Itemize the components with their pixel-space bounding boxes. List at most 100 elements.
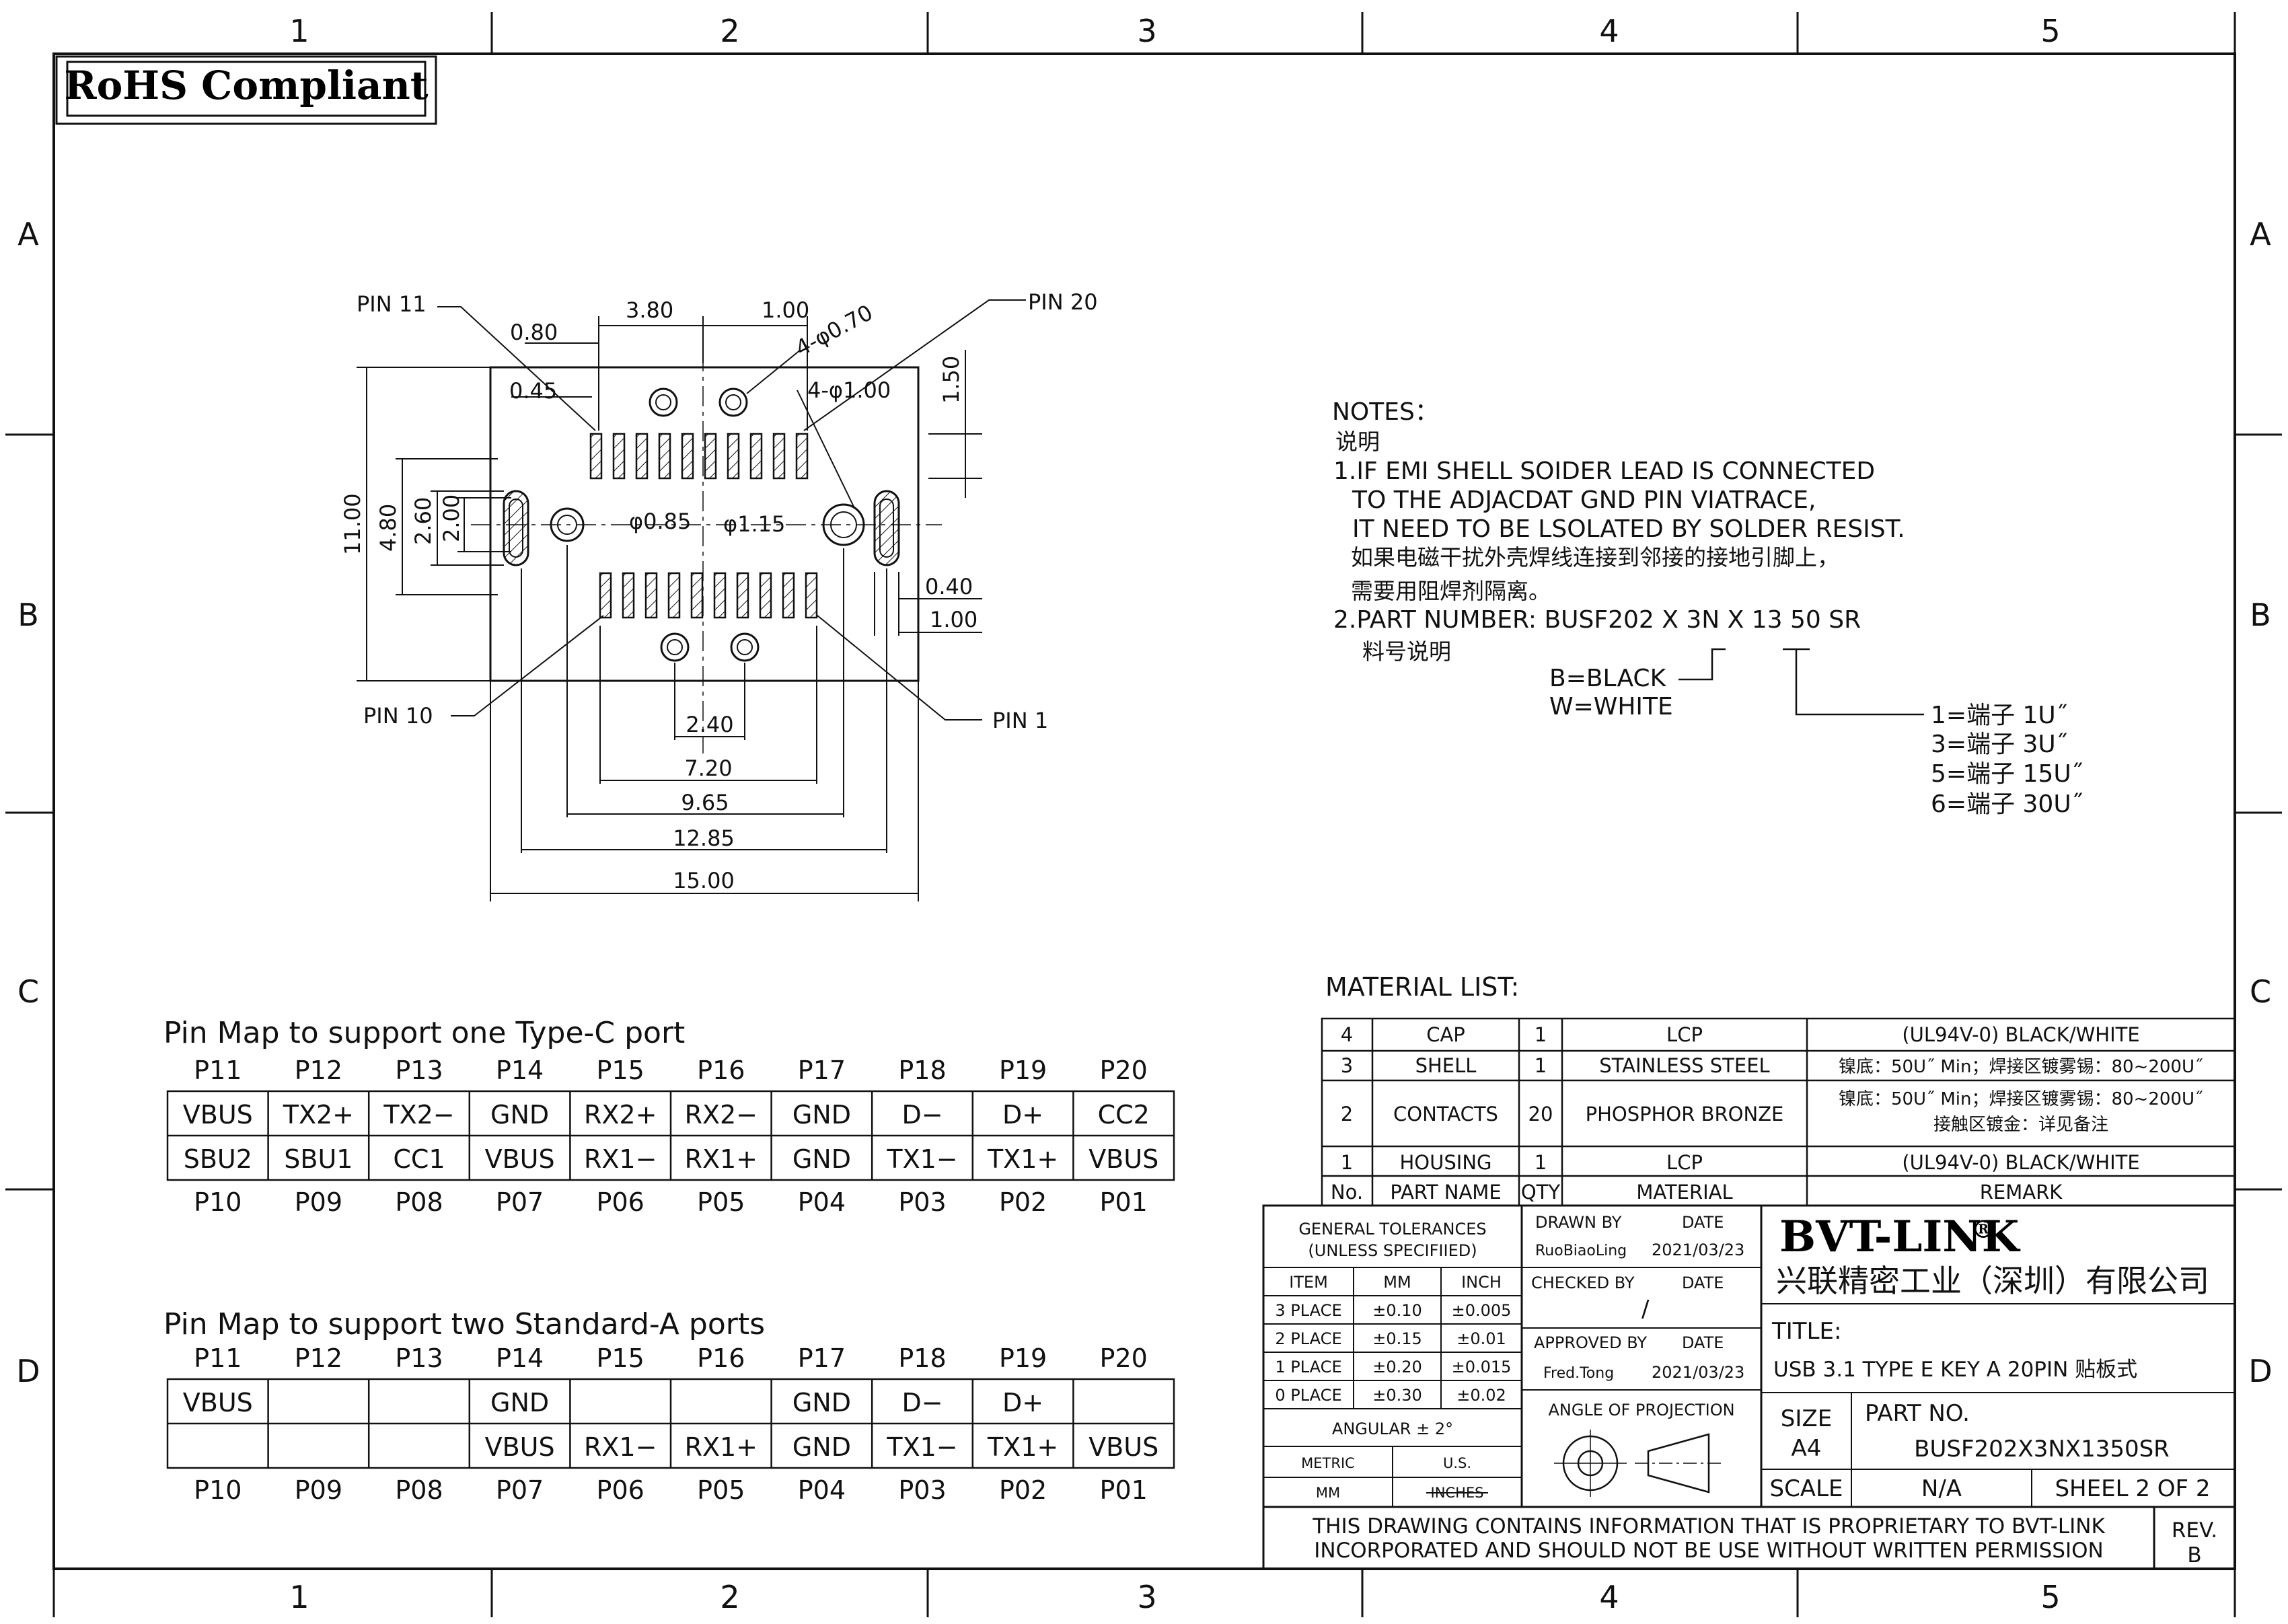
pin-signal: TX1− <box>886 1144 957 1174</box>
tolerance-cell: ±0.01 <box>1456 1329 1506 1348</box>
pin-signal: TX2− <box>383 1100 454 1130</box>
pin-number: P18 <box>898 1343 946 1373</box>
pin-number: P12 <box>295 1343 342 1373</box>
part-no-label: PART NO. <box>1865 1400 1970 1427</box>
part-no-value: BUSF202X3NX1350SR <box>1914 1436 2170 1463</box>
title-label: TITLE: <box>1771 1318 1841 1345</box>
col-label: 4 <box>1599 13 1619 49</box>
projection-symbol-icon <box>1554 1430 1722 1497</box>
pin1-label: PIN 1 <box>992 708 1048 733</box>
pin-number: P10 <box>194 1187 242 1217</box>
proprietary-notice-line2: INCORPORATED AND SHOULD NOT BE USE WITHO… <box>1314 1539 2103 1563</box>
tolerance-cell: ±0.005 <box>1452 1301 1512 1320</box>
tol-header-item: ITEM <box>1289 1273 1328 1292</box>
plating-option-3: 3=端子 3U˝ <box>1931 731 2068 758</box>
pin20-label: PIN 20 <box>1028 289 1098 315</box>
material-cell: 4 <box>1341 1023 1353 1046</box>
pin-number: P02 <box>999 1475 1047 1505</box>
angle-projection-label: ANGLE OF PROJECTION <box>1548 1401 1734 1419</box>
material-cell: 1 <box>1341 1151 1353 1174</box>
pin-number: P11 <box>194 1343 242 1373</box>
tolerance-cell: 1 PLACE <box>1275 1358 1341 1376</box>
dim-9-65: 9.65 <box>681 790 729 815</box>
revision-label: REV. <box>2172 1518 2217 1543</box>
pin-signal: RX2− <box>685 1100 758 1130</box>
pin-signal: TX1+ <box>987 1144 1058 1174</box>
material-header-cell: MATERIAL <box>1636 1181 1732 1204</box>
us-label: U.S. <box>1443 1455 1471 1471</box>
pin-signal: RX1− <box>584 1432 657 1462</box>
tolerance-cell: 0 PLACE <box>1275 1386 1341 1405</box>
pin-number: P16 <box>697 1056 745 1085</box>
tolerance-cell: ±0.20 <box>1372 1358 1422 1376</box>
material-cell: (UL94V-0) BLACK/WHITE <box>1902 1151 2139 1174</box>
size-value: A4 <box>1792 1435 1822 1462</box>
pin-signal: RX2+ <box>584 1100 657 1130</box>
mm-label: MM <box>1316 1485 1340 1501</box>
plating-option-6: 6=端子 30U˝ <box>1931 790 2083 818</box>
pin10-label: PIN 10 <box>363 703 433 729</box>
pin-number: P09 <box>295 1187 342 1217</box>
pin-number: P14 <box>496 1343 544 1373</box>
approved-date-label: DATE <box>1682 1333 1724 1352</box>
pin-signal: VBUS <box>1088 1144 1158 1174</box>
revision-value: B <box>2187 1543 2201 1567</box>
pin-number: P18 <box>898 1056 946 1085</box>
pin-signal: CC2 <box>1098 1100 1150 1130</box>
row-label: A <box>2250 216 2271 252</box>
top-hole-right <box>718 387 748 417</box>
zone-labels: 1 2 3 4 5 1 2 3 4 5 A B C D A B C D <box>16 13 2272 1615</box>
dim-2-40: 2.40 <box>686 712 733 737</box>
col-label: 3 <box>1137 1579 1156 1615</box>
col-label: 5 <box>2040 1579 2060 1615</box>
tolerance-cell: ±0.02 <box>1456 1386 1506 1405</box>
notes-title: NOTES： <box>1332 398 1439 426</box>
dim-dia-0-85: φ0.85 <box>629 509 691 534</box>
approved-date: 2021/03/23 <box>1652 1363 1744 1382</box>
pin-signal: D+ <box>1002 1388 1043 1417</box>
metric-label: METRIC <box>1301 1455 1355 1471</box>
pin-number: P07 <box>496 1475 544 1505</box>
pin-number: P05 <box>697 1475 745 1505</box>
col-label: 2 <box>720 13 739 49</box>
material-cell: 3 <box>1341 1054 1353 1077</box>
pin-number: P20 <box>1100 1343 1148 1373</box>
material-cell: CONTACTS <box>1393 1103 1498 1125</box>
footprint-drawing: PIN 11 PIN 20 PIN 10 PIN 1 0.80 3.80 1.0… <box>340 289 1098 901</box>
note1-line2: TO THE ADJACDAT GND PIN VIATRACE, <box>1352 486 1816 514</box>
pin-number: P15 <box>597 1056 644 1085</box>
material-header-cell: REMARK <box>1980 1181 2063 1204</box>
note1-line3: IT NEED TO BE LSOLATED BY SOLDER RESIST. <box>1352 515 1905 543</box>
material-cell: 镍底：50U˝ Min；焊接区镀雾锡：80~200U˝ <box>1839 1057 2203 1077</box>
pin-signal: SBU2 <box>184 1144 252 1174</box>
pin-signal: D− <box>901 1100 943 1130</box>
approved-by-name: Fred.Tong <box>1543 1365 1614 1382</box>
dim-0-45: 0.45 <box>509 378 557 404</box>
col-label: 1 <box>289 13 309 49</box>
color-black: B=BLACK <box>1549 665 1667 692</box>
pin-signal: TX1− <box>886 1432 957 1462</box>
pin-signal: VBUS <box>183 1388 253 1417</box>
pin-number: P10 <box>194 1475 242 1505</box>
material-cell: 1 <box>1535 1151 1547 1174</box>
pin-signal: TX2+ <box>283 1100 354 1130</box>
material-title: MATERIAL LIST: <box>1325 972 1519 1002</box>
pin-number: P19 <box>999 1056 1047 1085</box>
pin-number: P17 <box>798 1343 846 1373</box>
pin-number: P08 <box>395 1475 443 1505</box>
pin-number: P03 <box>898 1475 946 1505</box>
plating-option-1: 1=端子 1U˝ <box>1931 702 2068 729</box>
pin-number: P12 <box>295 1056 342 1085</box>
checked-by-label: CHECKED BY <box>1531 1274 1635 1292</box>
notes-block: NOTES： 说明 1.IF EMI SHELL SOIDER LEAD IS … <box>1332 398 2083 818</box>
pin-number: P04 <box>798 1187 846 1217</box>
row-label: C <box>17 973 39 1010</box>
rohs-text: RoHS Compliant <box>64 63 428 108</box>
bottom-hole-right <box>730 632 760 662</box>
checked-date-label: DATE <box>1682 1274 1724 1292</box>
pin-number: P20 <box>1100 1056 1148 1085</box>
material-cell: LCP <box>1666 1151 1703 1174</box>
title-block: GENERAL TOLERANCES (UNLESS SPECIFIIED) I… <box>1262 1204 2236 1570</box>
